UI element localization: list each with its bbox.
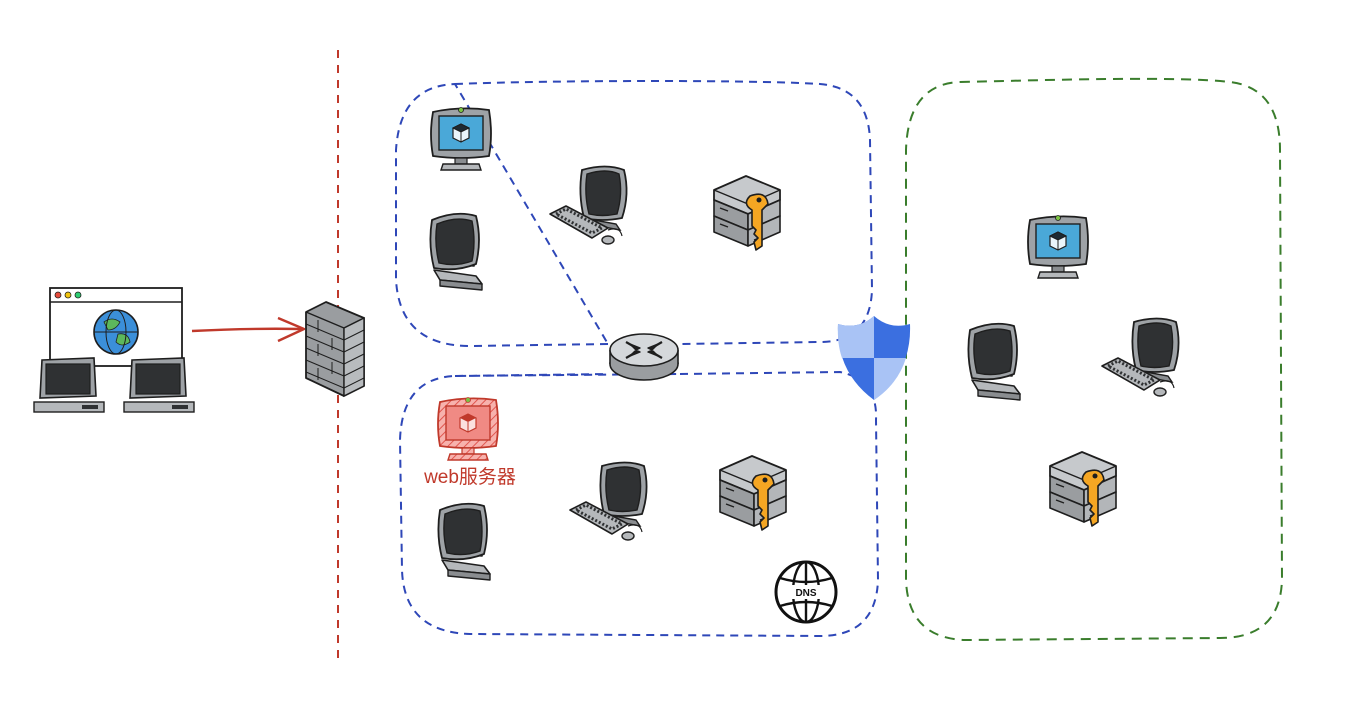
attacker-computer-right-icon bbox=[123, 357, 195, 413]
green-zone bbox=[905, 77, 1284, 642]
bottom-zone-desktop-icon bbox=[437, 502, 491, 581]
green-zone-key-server-icon bbox=[1049, 451, 1117, 527]
bottom-zone-key-server-icon bbox=[719, 455, 787, 531]
globe-icon bbox=[93, 309, 139, 355]
dns-label: DNS bbox=[795, 588, 816, 599]
web-server-compromised-icon bbox=[437, 397, 499, 461]
firewall-brick-wall-icon bbox=[305, 301, 365, 398]
dns-globe-icon: DNS bbox=[774, 560, 838, 624]
top-zone-cube-monitor-icon bbox=[430, 106, 492, 171]
attacker-computer-left-icon bbox=[33, 357, 105, 413]
top-zone-desktop-icon bbox=[429, 212, 483, 291]
bottom-zone-workstation-icon bbox=[568, 461, 649, 542]
attacker-browser-icon bbox=[49, 287, 183, 367]
green-zone-cube-monitor-icon bbox=[1027, 214, 1089, 279]
green-zone-workstation-icon bbox=[1100, 317, 1181, 398]
web-server-label: web服务器 bbox=[423, 466, 516, 488]
green-zone-desktop-icon bbox=[967, 322, 1021, 401]
blue-zone-bottom bbox=[398, 370, 880, 638]
top-zone-key-server-icon bbox=[713, 175, 781, 251]
attack-arrow bbox=[191, 316, 306, 343]
shield-icon bbox=[837, 316, 911, 400]
top-zone-workstation-icon bbox=[548, 165, 629, 246]
router-icon bbox=[609, 333, 679, 381]
